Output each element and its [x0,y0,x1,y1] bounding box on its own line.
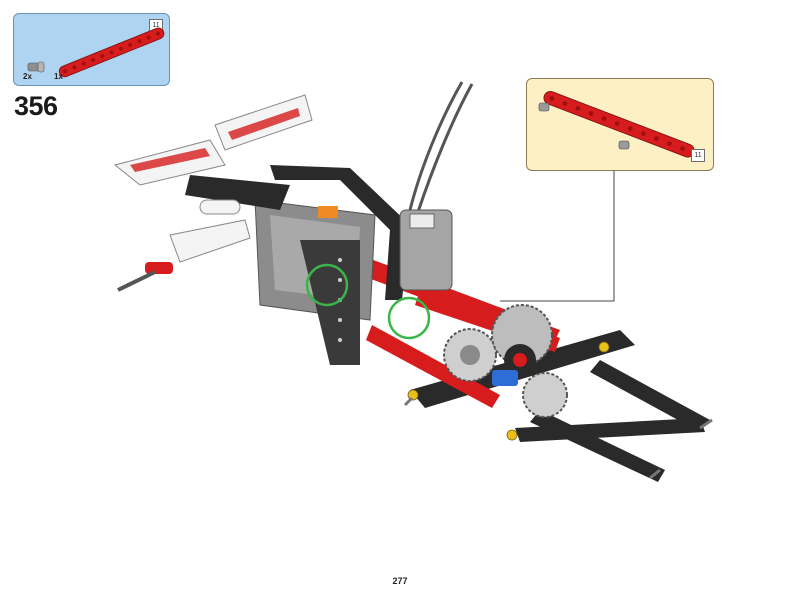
gears [443,304,568,418]
callout-pin-left [538,102,550,112]
parts-list-illustration [27,27,165,78]
parts-list-box: 11 2x 1x [13,13,170,86]
cables [408,81,474,213]
callout-red-beam [543,91,695,158]
orange-button [318,206,338,218]
white-red-wings [113,94,313,210]
callout-beam-length-badge: 11 [691,149,705,162]
callout-box: 11 [526,78,714,171]
highlight-circle [305,263,349,307]
black-side-frame [270,165,410,365]
red-beam-icon [58,27,165,78]
beam-quantity: 1x [54,72,63,81]
axle-pin-icon [27,61,45,73]
highlight-circle [387,296,431,340]
callout-pin-right [618,140,630,150]
axle-ends [403,396,713,480]
axle-pin-quantity: 2x [23,72,32,81]
step-number: 356 [14,91,58,121]
callout-connector-line [500,171,615,302]
callout-illustration [538,91,695,158]
left-arm [117,199,251,292]
page-number: 277 [392,576,408,586]
blue-connector [492,370,518,386]
medium-motor [399,209,453,291]
